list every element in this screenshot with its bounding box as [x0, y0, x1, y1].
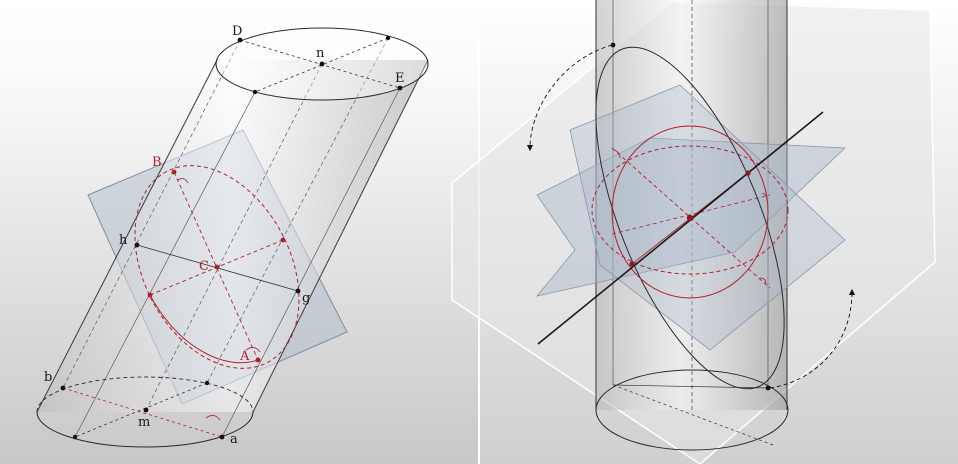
label-n: n — [316, 46, 325, 61]
inclined-plane — [569, 84, 846, 351]
point-bottom-back — [204, 380, 210, 386]
point-top-front — [252, 89, 258, 95]
right-angle-mark-A — [245, 347, 261, 353]
point-left-r — [629, 261, 635, 267]
point-minor-right — [280, 237, 286, 243]
bottom-chord-r — [612, 384, 769, 389]
red-chord-3 — [611, 194, 771, 235]
label-E: E — [395, 71, 405, 86]
point-top-r — [610, 42, 616, 48]
right-angle-mark-a — [205, 415, 221, 421]
right-points — [610, 42, 771, 391]
oblique-cylinder-body — [37, 60, 428, 412]
right-angle-mark-r3 — [759, 277, 767, 285]
bottom-ellipse-back — [36, 376, 254, 413]
cylinder-generatrices — [62, 37, 401, 438]
bottom-ellipse-r — [595, 369, 789, 451]
bottom-diameter-ba — [62, 387, 223, 438]
point-h — [134, 242, 140, 248]
cylinder-left-edge — [36, 59, 218, 413]
label-b: b — [44, 370, 52, 385]
label-h: h — [119, 233, 128, 248]
section-ellipse-front — [149, 294, 259, 364]
point-minor-left — [147, 292, 153, 298]
point-E — [397, 85, 403, 91]
right-angle-mark-r1 — [613, 149, 621, 159]
point-right-r — [745, 170, 751, 176]
rotation-arrow-top-icon — [526, 44, 613, 152]
oblique-section-ellipse — [595, 46, 785, 390]
point-n — [319, 61, 325, 67]
point-a — [219, 434, 225, 440]
point-top-right — [385, 35, 391, 41]
left-points — [60, 35, 403, 440]
point-b — [60, 385, 66, 391]
point-A — [255, 357, 261, 363]
label-C: C — [199, 259, 209, 274]
red-horizontal-ellipse — [591, 145, 789, 275]
point-center-r — [686, 214, 694, 222]
label-g: g — [302, 291, 310, 306]
vertical-cylinder-body — [596, 0, 787, 410]
label-A: A — [239, 349, 250, 364]
label-a: a — [230, 432, 238, 447]
right-angle-mark-r2 — [761, 192, 768, 202]
major-axis-AB — [173, 171, 259, 361]
point-D — [237, 37, 243, 43]
point-C — [214, 264, 220, 270]
left-figure: D n E B h C g A b m a — [0, 0, 478, 464]
label-B: B — [152, 155, 162, 170]
left-labels: D n E B h C g A b m a — [44, 24, 405, 447]
right-figure — [451, 0, 958, 464]
point-m — [143, 407, 149, 413]
right-angle-mark-B — [177, 178, 189, 184]
bottom-diagonal-r — [612, 384, 774, 446]
section-ellipse — [134, 165, 300, 369]
point-bottom-r — [765, 385, 771, 391]
top-diameter-DE — [239, 39, 401, 89]
point-B — [171, 169, 177, 175]
label-D: D — [232, 24, 242, 39]
rotation-arrow-bottom-icon — [769, 288, 856, 389]
cylinder-right-edge — [252, 59, 429, 413]
rotation-axis — [537, 111, 824, 345]
point-bottom-front — [72, 434, 78, 440]
label-m: m — [138, 415, 150, 430]
point-g — [295, 288, 301, 294]
bottom-ellipse-front — [36, 411, 254, 448]
red-circle — [611, 125, 769, 299]
